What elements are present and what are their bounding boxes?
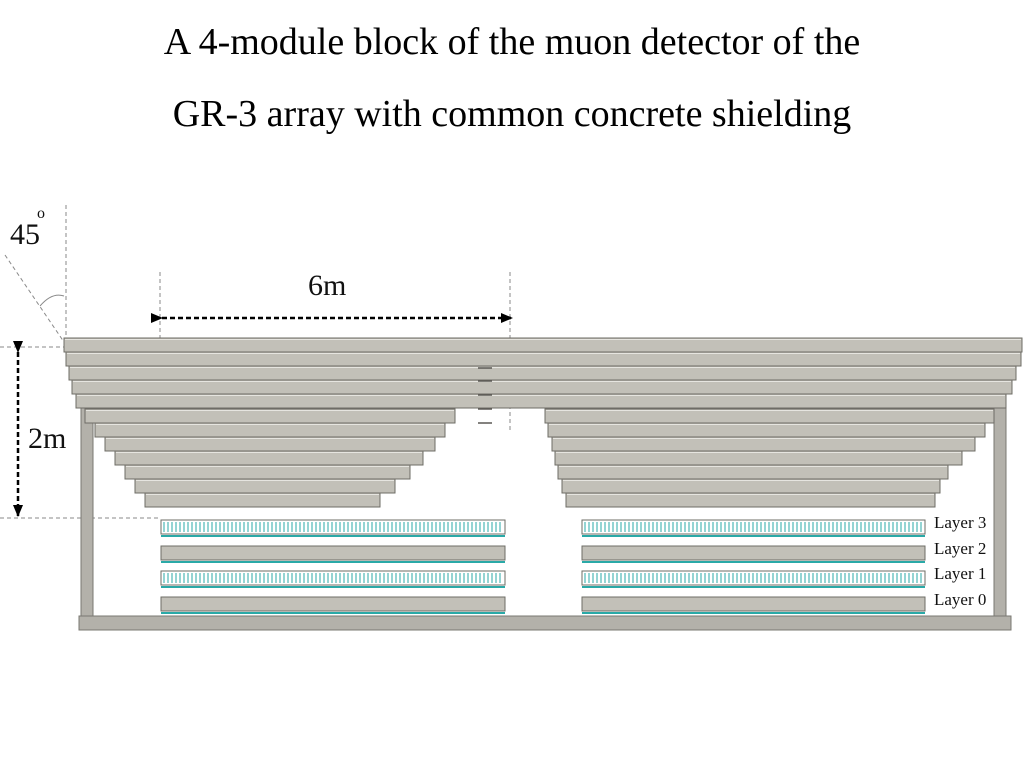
- page-title: A 4-module block of the muon detector of…: [0, 6, 1024, 150]
- detector-layer-left-3-counter-cells: [163, 522, 501, 532]
- angle-arc: [39, 294, 65, 307]
- shield-slab-left-5: [124, 464, 411, 480]
- detector-layer-right-0-body: [581, 596, 926, 612]
- shield-slab-right-5: [557, 464, 949, 480]
- shield-slab-full-3: [68, 365, 1017, 381]
- shield-slab-left-3: [104, 436, 436, 452]
- detector-modules: [160, 519, 926, 614]
- layer-label-1: Layer 1: [934, 564, 986, 583]
- detector-layer-right-2-body: [581, 545, 926, 561]
- shield-slab-right-3: [551, 436, 976, 452]
- detector-layer-left-3-body: [160, 519, 506, 535]
- shield-slab-right-2: [547, 422, 986, 438]
- detector-layer-left-1-counter-cells: [163, 573, 501, 583]
- right-support-post: [993, 407, 1007, 621]
- shield-slab-full-4: [71, 379, 1013, 395]
- detector-layer-left-2-body: [160, 545, 506, 561]
- detector-layer-left-3: [160, 519, 506, 537]
- layer-label-2: Layer 2: [934, 539, 986, 558]
- shield-slab-left-2: [94, 422, 446, 438]
- detector-layer-right-2: [581, 545, 926, 563]
- detector-layer-left-2: [160, 545, 506, 563]
- detector-layer-right-1: [581, 570, 926, 588]
- detector-layer-left-0-body: [160, 596, 506, 612]
- shield-slab-full-5: [75, 393, 1007, 409]
- shield-slab-full-1: [63, 337, 1023, 353]
- detector-layer-right-1-counter-cells: [584, 573, 922, 583]
- shield-slab-full-2: [65, 351, 1022, 367]
- detector-layer-right-3: [581, 519, 926, 537]
- diagonal-reference: [4, 254, 67, 346]
- support-frame: [78, 407, 1012, 631]
- height-label: 2m: [28, 422, 66, 455]
- detector-layer-left-0: [160, 596, 506, 614]
- shield-slab-left-7: [144, 492, 381, 508]
- detector-layer-left-1-body: [160, 570, 506, 586]
- shield-slab-right-1: [544, 408, 995, 424]
- layer-label-3: Layer 3: [934, 513, 986, 532]
- detector-layer-left-1: [160, 570, 506, 588]
- angle-degree-mark: o: [37, 205, 45, 222]
- width-label: 6m: [308, 269, 346, 302]
- left-support-post: [80, 407, 94, 621]
- title-line-2: GR-3 array with common concrete shieldin…: [172, 93, 852, 135]
- title-line-1: A 4-module block of the muon detector of…: [163, 21, 861, 63]
- angle-label: 45: [10, 218, 40, 251]
- detector-layer-right-0: [581, 596, 926, 614]
- shield-slab-left-1: [84, 408, 456, 424]
- layer-labels: Layer 3 Layer 2 Layer 1 Layer 0: [934, 513, 986, 609]
- layer-label-0: Layer 0: [934, 590, 986, 609]
- shield-slab-left-6: [134, 478, 396, 494]
- shield-slab-right-7: [565, 492, 936, 508]
- base-plate: [78, 615, 1012, 631]
- shield-slab-right-6: [561, 478, 941, 494]
- detector-layer-right-3-counter-cells: [584, 522, 922, 532]
- concrete-shielding: [63, 337, 1023, 508]
- shield-slab-right-4: [554, 450, 963, 466]
- shield-slab-left-4: [114, 450, 424, 466]
